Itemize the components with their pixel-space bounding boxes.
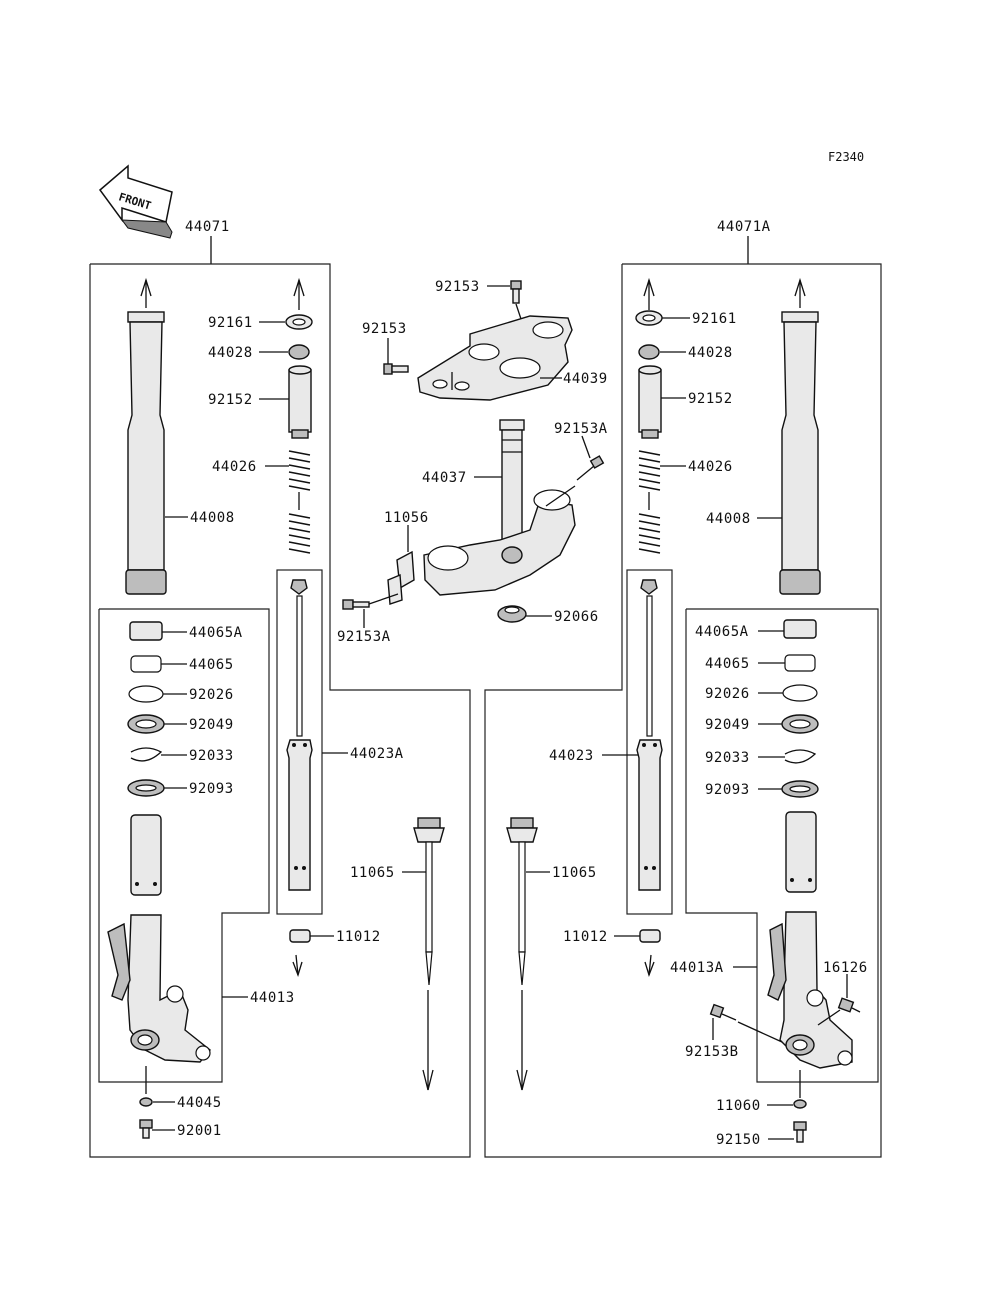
collar-right — [639, 929, 661, 977]
label-44026-right: 44026 — [688, 459, 733, 475]
label-44013: 44013 — [250, 990, 295, 1006]
label-44028-left: 44028 — [208, 345, 253, 361]
label-92152-left: 92152 — [208, 392, 253, 408]
label-44071A: 44071A — [717, 219, 771, 235]
label-92066: 92066 — [554, 609, 599, 625]
bushing-seal-stack-right — [781, 619, 819, 798]
label-44008-right: 44008 — [706, 511, 751, 527]
label-44028-right: 44028 — [688, 345, 733, 361]
diagram-ref-code: F2340 — [828, 150, 864, 164]
label-92153-left: 92153 — [362, 321, 407, 337]
label-11065-right: 11065 — [552, 865, 597, 881]
fork-spring-left — [288, 450, 311, 554]
label-44065-left: 44065 — [189, 657, 234, 673]
right-lower-sub-box — [685, 608, 879, 1083]
label-92026-right: 92026 — [705, 686, 750, 702]
label-92161-right: 92161 — [692, 311, 737, 327]
label-92153-top: 92153 — [435, 279, 480, 295]
bolt-92153-left — [383, 363, 409, 375]
label-92152-right: 92152 — [688, 391, 733, 407]
label-92001: 92001 — [177, 1123, 222, 1139]
bolt-92153B — [709, 1003, 737, 1021]
inner-tube-lower-leg-left — [107, 814, 211, 1063]
label-92049-left: 92049 — [189, 717, 234, 733]
label-92161-left: 92161 — [208, 315, 253, 331]
left-cartridge-box — [276, 569, 323, 915]
label-44065-right: 44065 — [705, 656, 750, 672]
top-cap-stack-left — [285, 277, 313, 439]
inner-tube-lower-leg-right — [767, 811, 853, 1069]
damper-cartridge-right — [636, 579, 663, 891]
label-44065A-right: 44065A — [695, 624, 749, 640]
drain-bolt-left — [139, 1119, 153, 1139]
drain-washer-right — [793, 1099, 807, 1109]
bleeder-screw — [837, 997, 861, 1013]
collar-left — [289, 929, 311, 977]
right-cartridge-box — [626, 569, 673, 915]
axle-clamp-bolt-right — [793, 1121, 807, 1143]
label-11060: 11060 — [716, 1098, 761, 1114]
bushing-seal-stack-left — [127, 621, 165, 797]
label-44037: 44037 — [422, 470, 467, 486]
cable-holder-bracket — [387, 550, 415, 605]
label-92093-right: 92093 — [705, 782, 750, 798]
label-92033-right: 92033 — [705, 750, 750, 766]
label-44071: 44071 — [185, 219, 230, 235]
top-cap-stack-right — [635, 277, 663, 439]
label-92153A-bottom: 92153A — [337, 629, 391, 645]
left-assembly-box — [89, 263, 471, 1158]
label-11012-left: 11012 — [336, 929, 381, 945]
label-44039: 44039 — [563, 371, 608, 387]
right-assembly-box — [484, 263, 882, 1158]
label-11056: 11056 — [384, 510, 429, 526]
label-92150: 92150 — [716, 1132, 761, 1148]
outer-tube-right — [779, 277, 821, 595]
label-92049-right: 92049 — [705, 717, 750, 733]
label-92026-left: 92026 — [189, 687, 234, 703]
outer-tube-left — [125, 277, 167, 595]
damper-cartridge-left — [286, 579, 313, 891]
label-92033-left: 92033 — [189, 748, 234, 764]
front-direction-arrow-icon: FRONT — [98, 164, 173, 239]
upper-triple-clamp — [417, 315, 573, 401]
label-92153A-top: 92153A — [554, 421, 608, 437]
label-92153B: 92153B — [685, 1044, 739, 1060]
label-44008-left: 44008 — [190, 510, 235, 526]
label-92093-left: 92093 — [189, 781, 234, 797]
stem-seal — [497, 605, 527, 623]
bolt-92153-top — [510, 280, 522, 304]
label-11012-right: 11012 — [563, 929, 608, 945]
drain-washer-left — [139, 1097, 153, 1107]
bolt-92153A-top — [576, 455, 605, 481]
label-16126: 16126 — [823, 960, 868, 976]
label-44023: 44023 — [549, 748, 594, 764]
label-11065-left: 11065 — [350, 865, 395, 881]
left-lower-sub-box — [98, 608, 270, 1083]
fork-spring-right — [638, 450, 661, 554]
damper-rod-right — [506, 817, 538, 1091]
label-44026-left: 44026 — [212, 459, 257, 475]
label-44023A: 44023A — [350, 746, 404, 762]
bolt-92153A-bottom — [342, 599, 370, 610]
damper-rod-left — [413, 817, 445, 1091]
label-44065A-left: 44065A — [189, 625, 243, 641]
steering-stem-lower-clamp — [423, 419, 576, 596]
label-44045: 44045 — [177, 1095, 222, 1111]
label-44013A: 44013A — [670, 960, 724, 976]
